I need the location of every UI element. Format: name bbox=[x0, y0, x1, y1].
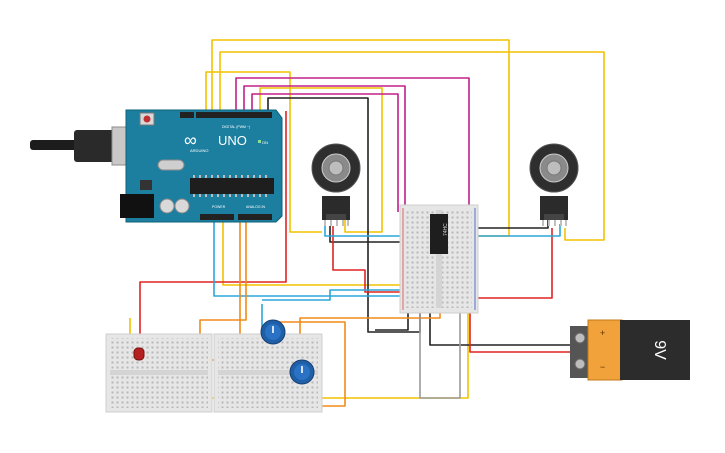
battery-minus-symbol: − bbox=[600, 362, 605, 372]
wire-red[interactable] bbox=[469, 300, 573, 353]
wire-red[interactable] bbox=[469, 228, 553, 299]
wire-black[interactable] bbox=[429, 306, 573, 346]
atmega-chip bbox=[190, 178, 274, 194]
dc-power-jack bbox=[120, 194, 154, 218]
wire-blue[interactable] bbox=[324, 226, 410, 237]
shift-register-ic[interactable]: 74HC bbox=[430, 214, 449, 254]
wire-red[interactable] bbox=[139, 111, 287, 336]
voltage-regulator bbox=[140, 180, 152, 190]
usb-plug bbox=[74, 130, 118, 162]
battery-plus-symbol: + bbox=[600, 328, 605, 338]
wires bbox=[129, 39, 605, 407]
arduino-brand-text: ARDUINO bbox=[190, 148, 208, 153]
rotary-encoder-right[interactable] bbox=[529, 143, 579, 226]
rotary-encoder-left[interactable] bbox=[311, 143, 361, 226]
wire-red[interactable] bbox=[332, 226, 418, 293]
wire-magenta[interactable] bbox=[235, 77, 470, 212]
digital-header bbox=[196, 112, 272, 118]
ic-label: 74HC bbox=[443, 223, 449, 236]
capacitor-2 bbox=[174, 198, 190, 214]
potentiometer-1[interactable] bbox=[260, 319, 286, 345]
battery-label: 9V bbox=[651, 340, 668, 360]
wire-black[interactable] bbox=[329, 226, 412, 243]
on-led bbox=[258, 140, 261, 143]
battery-9v[interactable]: + − 9V bbox=[570, 319, 690, 381]
power-header bbox=[200, 214, 234, 220]
encoder-knob-icon bbox=[546, 160, 562, 176]
encoder-knob-icon bbox=[328, 160, 344, 176]
wire-magenta[interactable] bbox=[251, 93, 399, 212]
wire-yellow[interactable] bbox=[219, 51, 605, 241]
chip-pins bbox=[193, 175, 267, 197]
digital-header-left bbox=[180, 112, 194, 118]
power-header-label: POWER bbox=[212, 205, 226, 209]
usb-cable bbox=[30, 140, 78, 150]
wire-yellow[interactable] bbox=[205, 71, 322, 233]
capacitor-1 bbox=[159, 198, 175, 214]
digital-header-label: DIGITAL (PWM ~) bbox=[222, 125, 250, 129]
analog-header bbox=[238, 214, 272, 220]
on-led-label: ON bbox=[262, 140, 268, 145]
infinity-logo-icon: ∞ bbox=[184, 130, 197, 150]
potentiometer-2[interactable] bbox=[289, 359, 315, 385]
breadboard-left[interactable] bbox=[105, 333, 213, 413]
uno-logo-text: UNO bbox=[218, 133, 247, 148]
red-led[interactable] bbox=[133, 347, 145, 361]
wire-gray[interactable] bbox=[419, 306, 461, 399]
wire-blue[interactable] bbox=[470, 224, 561, 237]
wire-yellow[interactable] bbox=[259, 87, 383, 233]
wire-magenta[interactable] bbox=[243, 85, 406, 212]
analog-header-label: ANALOG IN bbox=[246, 205, 266, 209]
arduino-uno-board[interactable]: ∞ UNO ARDUINO DIGITAL (PWM ~) ON PO bbox=[30, 109, 283, 223]
crystal bbox=[157, 159, 185, 171]
